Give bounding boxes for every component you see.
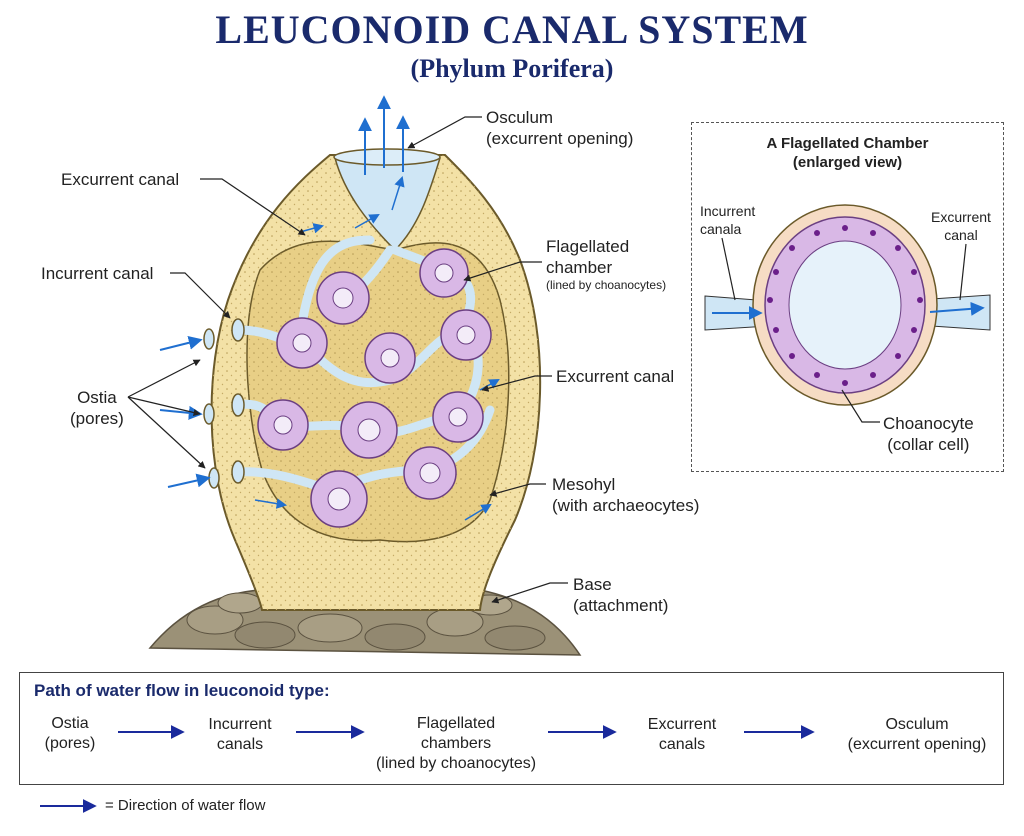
base-label: Base(attachment)	[573, 575, 669, 615]
inset-title: A Flagellated Chamber(enlarged view)	[766, 135, 929, 171]
legend-text: = Direction of water flow	[105, 797, 266, 814]
ostia-pores	[203, 318, 245, 489]
outflow-arrows	[358, 95, 410, 175]
flagellated-chamber-label: Flagellated chamber (lined by choanocyte…	[546, 237, 667, 292]
inset-box	[691, 122, 1004, 472]
ostia-label: Ostia(pores)	[70, 388, 124, 428]
flow-path-title: Path of water flow in leuconoid type:	[34, 681, 330, 700]
page-title: LEUCONOID CANAL SYSTEM	[215, 7, 809, 52]
flow-path-box	[19, 672, 1004, 785]
excurrent-canal-top-label: Excurrent canal	[61, 170, 180, 189]
incurrent-canal-label: Incurrent canal	[41, 264, 154, 283]
flow-step-ostia: Ostia(pores)	[44, 715, 96, 752]
mesohyl-label: Mesohyl(with archaeocytes)	[552, 475, 700, 515]
excurrent-canal-mid-label: Excurrent canal	[556, 367, 675, 386]
sponge-body	[203, 148, 542, 611]
page-subtitle: (Phylum Porifera)	[410, 54, 614, 83]
choanocyte-label: Choanocyte(collar cell)	[883, 414, 974, 454]
inflow-arrows	[159, 335, 211, 488]
osculum-label: Osculum(excurrent opening)	[486, 108, 634, 148]
inset-chamber	[704, 204, 991, 406]
flow-step-osculum: Osculum(excurrent opening)	[847, 716, 987, 753]
